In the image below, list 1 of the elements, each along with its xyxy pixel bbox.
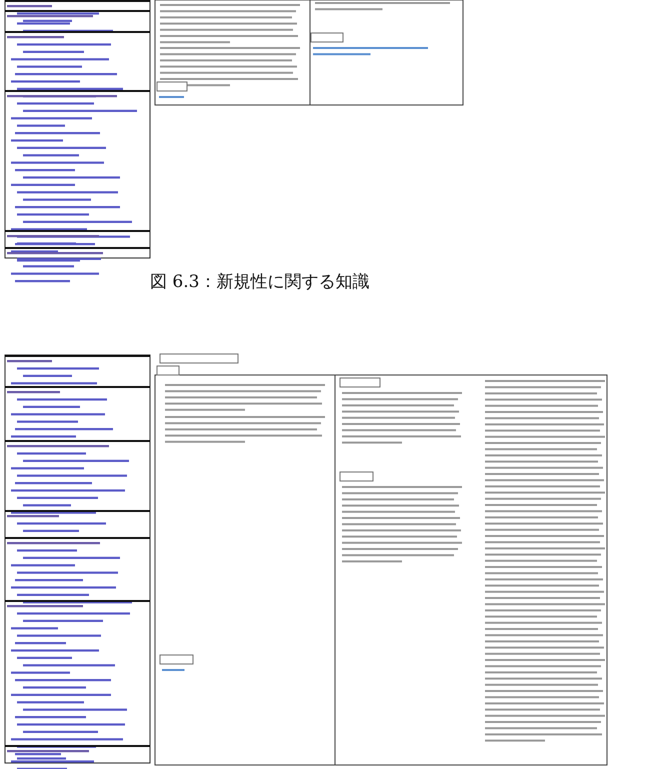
figure-caption: 図 6.3：新規性に関する知識 bbox=[150, 271, 370, 293]
